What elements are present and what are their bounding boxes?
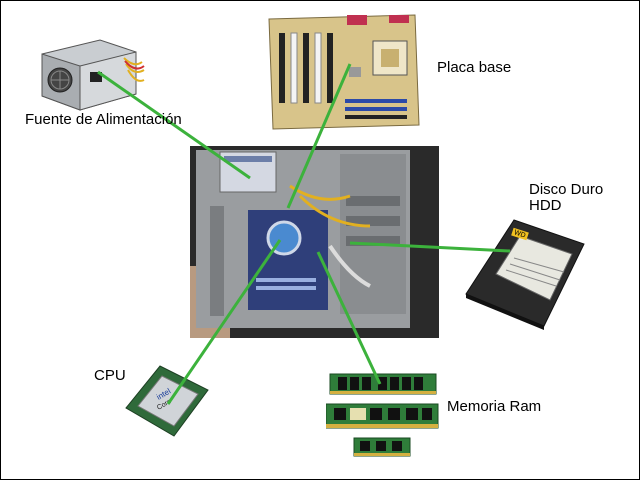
- psu-label: Fuente de Alimentación: [25, 111, 182, 128]
- ram-module-icon: [326, 373, 439, 457]
- cpu-chip-icon: intel Core: [125, 365, 209, 437]
- motherboard-label: Placa base: [437, 59, 512, 76]
- computer-case-icon: [190, 146, 439, 338]
- ram-label: Memoria Ram: [447, 398, 542, 415]
- hdd-brand-label: WD: [513, 229, 526, 239]
- hdd-label-line1: Disco Duro: [529, 181, 604, 198]
- cpu-label: CPU: [94, 367, 126, 384]
- motherboard-icon: [268, 14, 420, 130]
- hard-drive-icon: WD: [465, 219, 585, 330]
- psu-icon: [41, 39, 145, 111]
- hdd-label-line2: HDD: [529, 197, 562, 214]
